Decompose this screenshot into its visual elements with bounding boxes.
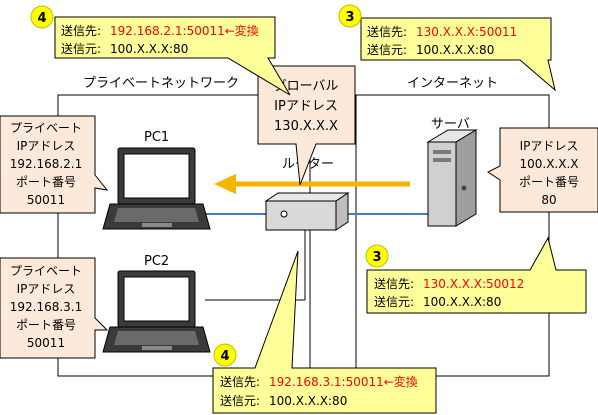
pc2-info-3: 192.168.3.1 — [10, 300, 83, 314]
step-badge-b: 4 — [213, 343, 237, 367]
server-label: サーバ — [431, 117, 470, 132]
callout-mr-dest-value: 130.X.X.X:50012 — [423, 277, 524, 291]
server-icon — [426, 129, 478, 227]
callout-tr-dest-value: 130.X.X.X:50011 — [416, 25, 517, 39]
callout-mr-src-value: 100.X.X.X:80 — [423, 295, 501, 309]
global-ip-line-1: グローバル — [274, 79, 339, 94]
global-ip-line-2: IPアドレス — [274, 99, 338, 114]
step-badge-mr-text: 3 — [372, 250, 381, 265]
private-network-region — [57, 94, 311, 377]
callout-mr-dest-label: 送信先: — [374, 276, 414, 291]
step-badge-tr-text: 3 — [345, 10, 354, 25]
pc2-label: PC2 — [144, 254, 169, 269]
pc2-info-callout: プライベート IPアドレス 192.168.3.1 ポート番号 50011 — [0, 257, 109, 359]
pc2-info-4: ポート番号 — [16, 318, 76, 332]
callout-tr-src-label: 送信元: — [367, 42, 407, 57]
pc1-info-callout: プライベート IPアドレス 192.168.2.1 ポート番号 50011 — [0, 115, 109, 214]
step-badge-tr: 3 — [338, 4, 362, 28]
callout-tl-src-label: 送信元: — [61, 41, 101, 56]
server-info-callout: IPアドレス 100.X.X.X ポート番号 80 — [487, 127, 598, 213]
callout-tl-dest-value: 192.168.2.1:50011←変換 — [110, 23, 259, 38]
server-info-1: IPアドレス — [520, 139, 579, 153]
callout-mid-right: 送信先: 130.X.X.X:50012 送信元: 100.X.X.X:80 — [366, 236, 587, 314]
callout-tr-src-value: 100.X.X.X:80 — [416, 43, 494, 57]
callout-b-src-label: 送信元: — [220, 393, 260, 408]
callout-tl-src-value: 100.X.X.X:80 — [110, 42, 188, 56]
callout-b-dest-value: 192.168.3.1:50011←変換 — [269, 374, 418, 389]
step-badge-tl-text: 4 — [37, 11, 46, 26]
laptop-icon-pc2 — [102, 270, 211, 353]
server-info-2: 100.X.X.X — [519, 157, 578, 171]
step-badge-tl: 4 — [30, 5, 54, 29]
internet-label: インターネット — [407, 76, 498, 91]
step-badge-mr: 3 — [365, 244, 389, 268]
pc2-info-2: IPアドレス — [17, 282, 76, 296]
pc1-info-1: プライベート — [10, 121, 82, 135]
server-info-4: 80 — [541, 193, 556, 207]
return-arrow-head — [214, 174, 236, 194]
pc1-info-5: 50011 — [27, 193, 65, 207]
global-ip-callout: グローバル IPアドレス 130.X.X.X — [257, 65, 356, 186]
callout-b-src-value: 100.X.X.X:80 — [269, 394, 347, 408]
callout-top-left: 送信先: 192.168.2.1:50011←変換 送信元: 100.X.X.X… — [54, 16, 291, 96]
router-icon — [264, 192, 350, 231]
callout-mr-src-label: 送信元: — [374, 294, 414, 309]
callout-bottom: 送信先: 192.168.3.1:50011←変換 送信元: 100.X.X.X… — [212, 250, 437, 414]
laptop-icon-pc1 — [102, 147, 211, 230]
callout-top-right: 送信先: 130.X.X.X:50011 送信元: 100.X.X.X:80 — [360, 17, 556, 92]
global-ip-line-3: 130.X.X.X — [274, 119, 338, 134]
server-info-3: ポート番号 — [519, 175, 579, 189]
pc1-label: PC1 — [144, 130, 169, 145]
private-network-label: プライベートネットワーク — [83, 76, 239, 91]
step-badge-b-text: 4 — [220, 349, 229, 364]
pc2-info-5: 50011 — [27, 336, 65, 350]
pc1-info-3: 192.168.2.1 — [10, 157, 83, 171]
pc2-info-1: プライベート — [10, 264, 82, 278]
pc1-info-4: ポート番号 — [16, 175, 76, 189]
callout-tl-dest-label: 送信先: — [61, 23, 101, 38]
callout-tr-dest-label: 送信先: — [367, 24, 407, 39]
internet-region — [355, 94, 550, 377]
callout-b-dest-label: 送信先: — [220, 374, 260, 389]
pc1-info-2: IPアドレス — [17, 139, 76, 153]
